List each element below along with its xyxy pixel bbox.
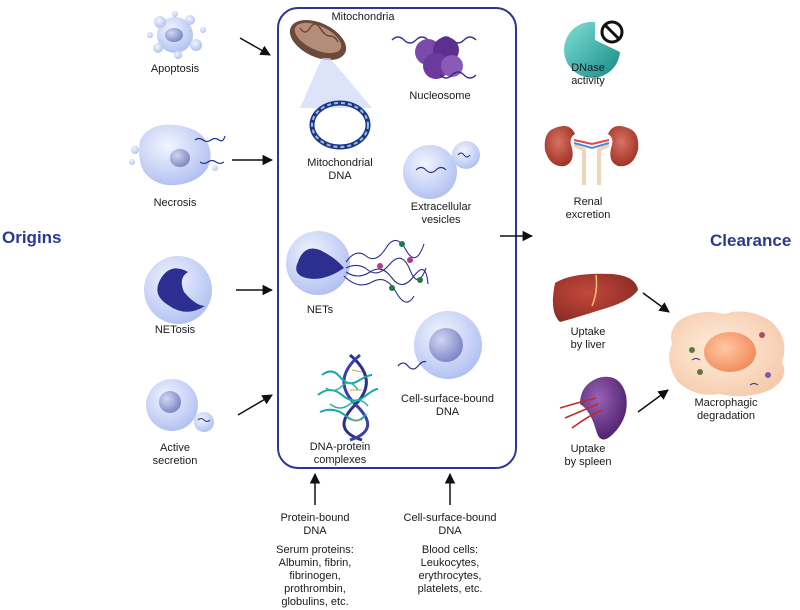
renal-line1: Renal (573, 196, 603, 208)
mitochondrial-dna-icon (309, 100, 371, 150)
dnase-icon (564, 20, 624, 78)
protein-bound-detail-1: Serum proteins: (276, 544, 354, 556)
mitochondria-label: Mitochondria (331, 11, 395, 23)
protein-bound-detail-3: fibrinogen, (289, 570, 341, 582)
active-secretion-line2: secretion (152, 455, 198, 467)
liver-to-macrophage-arrow (642, 292, 670, 313)
protein-bound-detail-5: globulins, etc. (281, 596, 349, 608)
cell-surface-bound-detail-2: Leukocytes, (420, 557, 480, 569)
apoptosis-icon (147, 11, 206, 59)
mitochondria-icon (289, 20, 347, 60)
cell-surface-bound-title-1: Cell-surface-bound (403, 512, 497, 524)
netosis-icon (144, 256, 212, 324)
macrophage-line2: degradation (696, 410, 756, 422)
extracellular-vesicles-label: Extracellular vesicles (396, 201, 486, 227)
spleen-line1: Uptake (570, 443, 606, 455)
necrosis-label: Necrosis (153, 197, 197, 209)
nucleosome-label: Nucleosome (409, 90, 471, 102)
macrophage-line1: Macrophagic (694, 397, 758, 409)
cell-surface-bound-detail-4: platelets, etc. (417, 583, 483, 595)
active-secretion-icon (146, 379, 214, 432)
netosis-label: NETosis (154, 324, 196, 336)
cell-surface-bound-title-2: DNA (438, 525, 462, 537)
spleen-icon (559, 376, 627, 440)
protein-bound-block: Protein-bound DNA Serum proteins: Albumi… (262, 512, 368, 609)
apoptosis-label: Apoptosis (150, 63, 200, 75)
dna-protein-complexes-line1: DNA-protein (309, 441, 371, 453)
macrophage-label: Macrophagic degradation (676, 397, 776, 423)
liver-line1: Uptake (570, 326, 606, 338)
cell-surface-bound-dna-icon (397, 311, 482, 379)
nets-label: NETs (306, 304, 334, 316)
extracellular-vesicles-line1: Extracellular (410, 201, 472, 213)
renal-line2: excretion (565, 209, 611, 221)
extracellular-vesicles-icon (403, 141, 480, 199)
dna-protein-complexes-icon (317, 353, 379, 442)
liver-line2: by liver (570, 339, 606, 351)
nucleosome-icon (391, 36, 477, 79)
dna-protein-complexes-label: DNA-protein complexes (290, 441, 390, 467)
zoom-cone (300, 58, 372, 108)
secretion-arrow (237, 394, 273, 416)
renal-label: Renal excretion (548, 196, 628, 222)
protein-bound-title-2: DNA (303, 525, 327, 537)
protein-bound-title-1: Protein-bound (280, 512, 350, 524)
active-secretion-line1: Active (160, 442, 190, 454)
cell-surface-bound-block: Cell-surface-bound DNA Blood cells: Leuk… (388, 512, 512, 596)
necrosis-icon (129, 124, 226, 186)
macrophage-icon (669, 311, 785, 397)
spleen-label: Uptake by spleen (548, 443, 628, 469)
nets-icon (286, 231, 429, 303)
cell-surface-bound-detail-3: erythrocytes, (418, 570, 482, 582)
extracellular-vesicles-line2: vesicles (421, 214, 461, 226)
cell-surface-bound-dna-line1: Cell-surface-bound (401, 393, 494, 405)
dnase-label: DNase activity (548, 62, 628, 88)
spleen-to-macrophage-arrow (637, 389, 669, 413)
dnase-line2: activity (571, 75, 605, 87)
apoptosis-arrow (239, 37, 271, 56)
protein-bound-detail-4: prothrombin, (284, 583, 346, 595)
clearance-heading: Clearance (710, 231, 792, 250)
cell-surface-bound-dna-label: Cell-surface-bound DNA (390, 393, 505, 419)
dna-protein-complexes-line2: complexes (313, 454, 367, 466)
liver-icon (552, 273, 638, 322)
liver-label: Uptake by liver (548, 326, 628, 352)
mitochondrial-dna-line1: Mitochondrial (307, 157, 373, 169)
mitochondrial-dna-label: Mitochondrial DNA (295, 157, 385, 183)
dnase-line1: DNase (571, 62, 605, 74)
mitochondrial-dna-line2: DNA (328, 170, 352, 182)
cell-surface-bound-dna-line2: DNA (435, 406, 460, 418)
cell-surface-bound-detail-1: Blood cells: (421, 544, 479, 556)
kidneys-icon (544, 126, 639, 185)
spleen-line2: by spleen (564, 456, 612, 468)
active-secretion-label: Active secretion (130, 442, 220, 468)
protein-bound-detail-2: Albumin, fibrin, (278, 557, 352, 569)
origins-heading: Origins (2, 228, 62, 247)
